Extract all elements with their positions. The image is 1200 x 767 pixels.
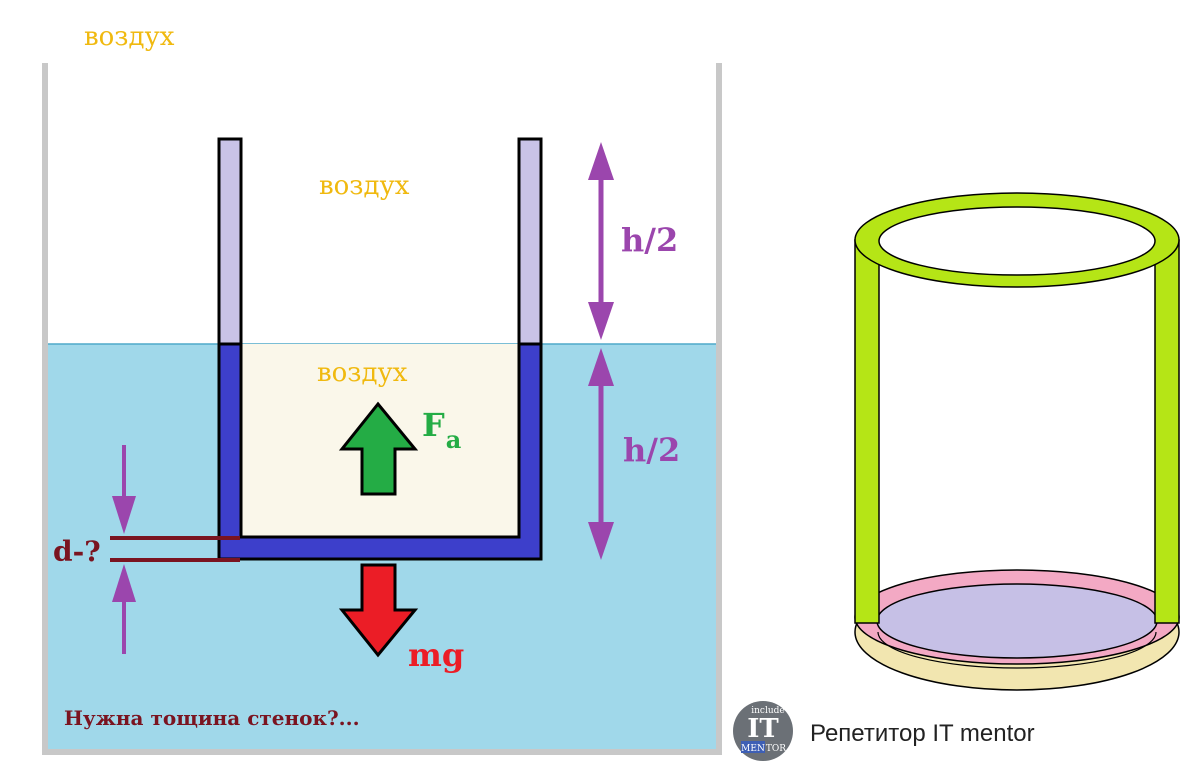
brand-logo-bottom-right: TOR — [766, 744, 786, 754]
height-lower-arrow — [588, 348, 614, 560]
buoyancy-label-main: F — [422, 406, 445, 444]
vessel-diagram: воздух воздух воздух h/2 h/2 Fa mg — [42, 22, 722, 755]
vessel-right-wall — [716, 63, 722, 755]
cylinder-bottom-inner — [876, 583, 1158, 659]
cylinder-bottom-inner-line — [877, 631, 1157, 669]
vessel-left-wall — [42, 63, 48, 755]
brand-logo-top: include — [751, 706, 784, 716]
thickness-label: d-? — [53, 535, 101, 568]
buoyancy-label: Fa — [422, 406, 461, 454]
brand-name: Репетитор IT mentor — [810, 720, 1035, 747]
brand-logo-mid: IT — [747, 714, 779, 744]
cylinder-top-opening — [878, 206, 1156, 276]
buoyancy-label-subscript: a — [446, 425, 462, 454]
question-caption: Нужна тощина стенок?... — [64, 706, 360, 730]
glass-left-wall-above — [217, 137, 243, 346]
brand-logo-bottom-left: MEN — [741, 744, 765, 754]
cylinder-left-wall — [854, 239, 880, 624]
cylinder-illustration — [854, 192, 1180, 691]
height-lower-label: h/2 — [623, 431, 680, 469]
thickness-dimension — [110, 445, 240, 654]
buoyancy-arrow-icon — [338, 401, 419, 496]
gravity-label: mg — [408, 636, 464, 674]
height-upper-label: h/2 — [621, 221, 678, 259]
vessel-bottom — [42, 749, 722, 755]
glass-wall-submerged — [217, 342, 543, 561]
brand-watermark: include IT MEN TOR Репетитор IT mentor — [733, 701, 1035, 761]
air-label-outside: воздух — [84, 22, 175, 52]
cylinder-right-wall — [1154, 239, 1180, 624]
height-upper-arrow — [588, 142, 614, 340]
air-label-upper: воздух — [319, 171, 410, 201]
gravity-arrow-icon — [338, 563, 419, 658]
glass-right-wall-above — [517, 137, 543, 346]
air-label-lower: воздух — [317, 358, 408, 388]
